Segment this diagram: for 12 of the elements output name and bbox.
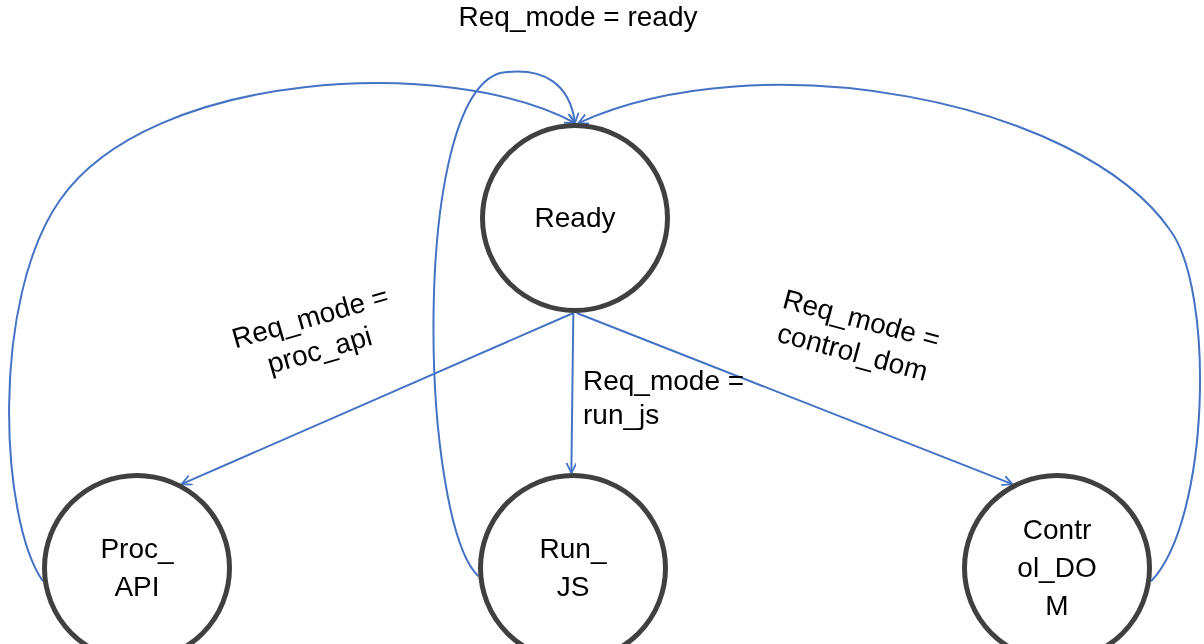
state-label: Proc_API: [99, 532, 175, 604]
arrow: [8, 82, 576, 583]
arrow: [180, 312, 575, 486]
edge-label: Req_mode = run_js: [583, 364, 746, 432]
arrow: [432, 70, 579, 578]
state-label: Control_DOM: [1017, 513, 1097, 623]
state-label: Run_JS: [538, 532, 608, 604]
arrow: [565, 312, 578, 474]
edge-label: Req_mode = ready: [457, 0, 699, 34]
arrow: [575, 312, 1014, 486]
arrow: [577, 84, 1201, 583]
state-label: Ready: [533, 201, 617, 235]
